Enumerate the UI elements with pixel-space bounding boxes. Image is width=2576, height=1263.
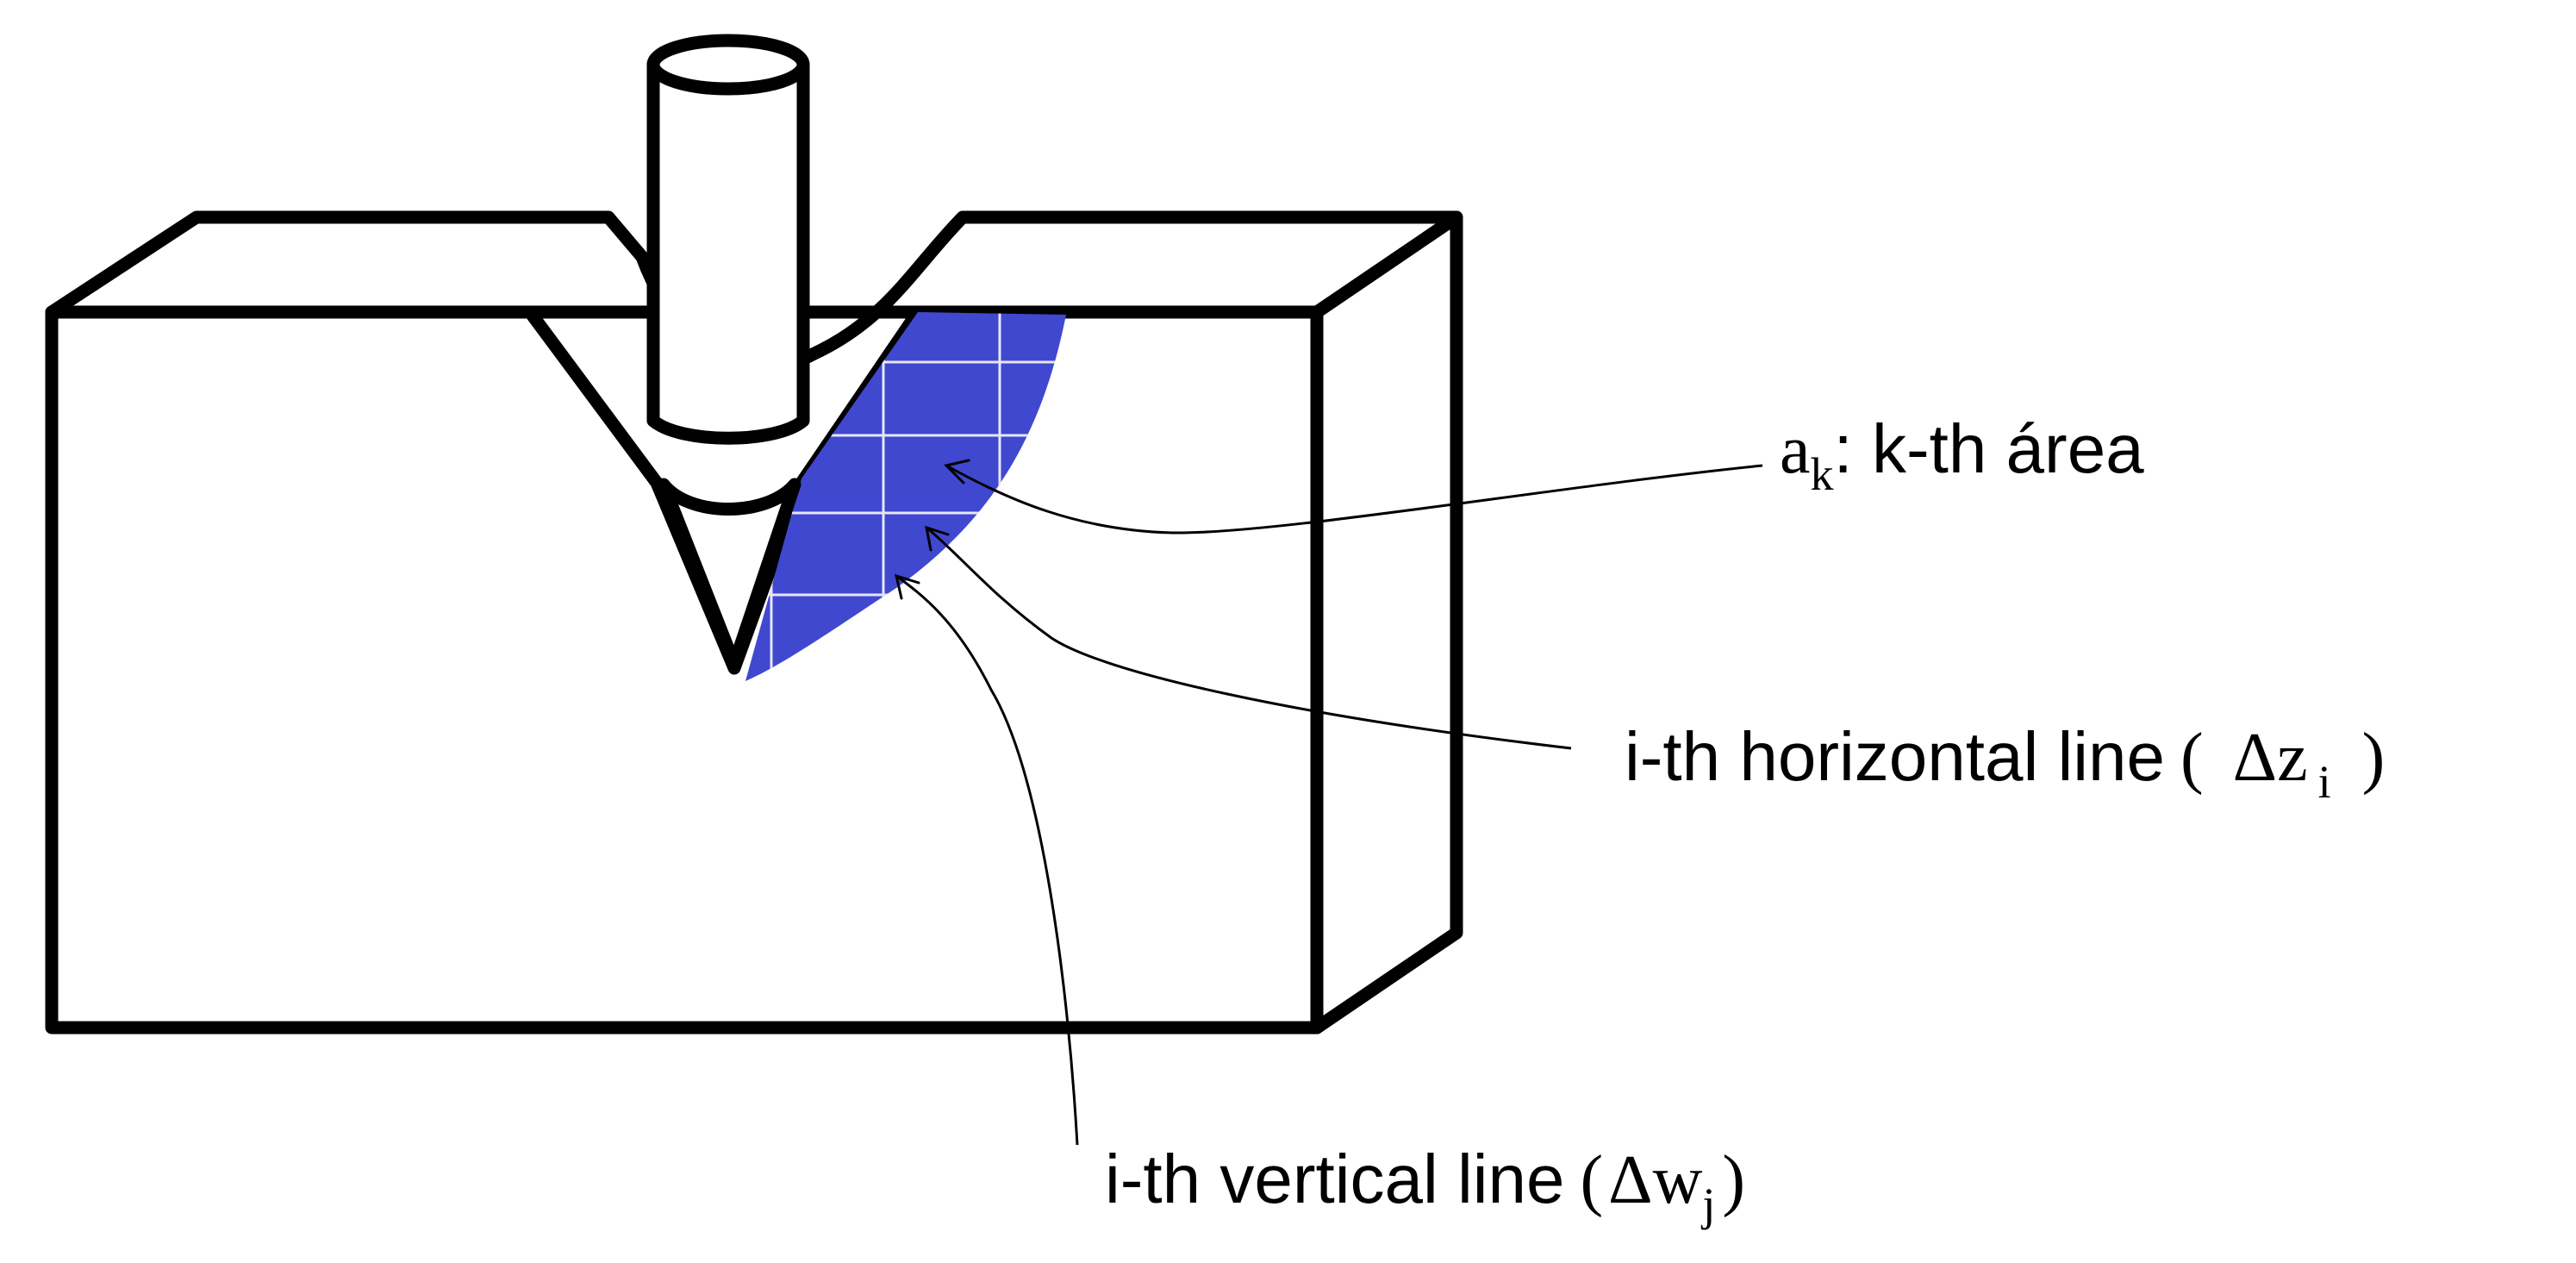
area-label: ak: k-th área (1780, 410, 2144, 500)
area-subscript: k (1811, 448, 1834, 500)
horizontal-open-paren: ( (2180, 720, 2204, 796)
horizontal-line-leader (926, 526, 1572, 750)
vertical-delta: Δ (1608, 1142, 1652, 1218)
horizontal-subscript: i (2318, 756, 2331, 808)
horizontal-close-paren: ) (2362, 720, 2386, 796)
area-symbol: a (1780, 412, 1811, 488)
vertical-open-paren: ( (1581, 1142, 1604, 1218)
area-description: : k-th área (1834, 410, 2145, 487)
kth-area-region (745, 312, 1066, 681)
vertical-symbol: w (1653, 1142, 1703, 1218)
tool-shank-top (646, 34, 810, 96)
area-leader-line (945, 464, 1763, 535)
horizontal-line-arrowhead (925, 525, 950, 552)
vertical-line-leader (895, 574, 1079, 1146)
vertical-line-description: i-th vertical line (1105, 1141, 1565, 1217)
tool-tip (657, 478, 801, 671)
vertical-close-paren: ) (1722, 1142, 1745, 1218)
vertical-line-label: i-th vertical line(Δwj) (1105, 1141, 1745, 1230)
vertical-subscript: j (1700, 1179, 1715, 1230)
horizontal-delta: Δ (2233, 720, 2277, 796)
block-side-face (1310, 210, 1463, 1035)
tool-shank (646, 58, 810, 445)
horizontal-line-description: i-th horizontal line (1625, 718, 2165, 795)
area-arrowhead (944, 459, 970, 485)
horizontal-symbol: z (2277, 720, 2308, 796)
vertical-line-arrowhead (894, 573, 920, 600)
